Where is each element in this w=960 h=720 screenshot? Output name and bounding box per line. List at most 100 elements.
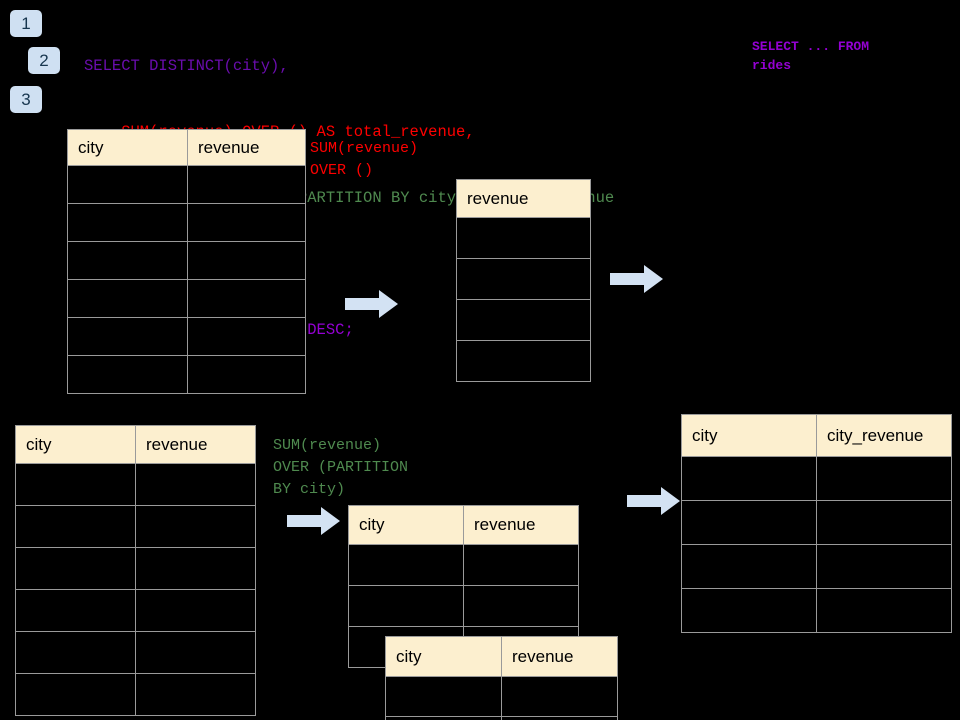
cell-city bbox=[15, 673, 136, 716]
table-row bbox=[681, 456, 952, 501]
table-header-row: city revenue bbox=[385, 636, 618, 677]
table-header-row: city revenue bbox=[15, 425, 256, 464]
arrow-right-icon bbox=[287, 507, 340, 535]
cell-city bbox=[681, 588, 817, 633]
table-row bbox=[348, 544, 579, 586]
cell-revenue bbox=[135, 463, 256, 506]
cell-city-revenue bbox=[816, 544, 952, 589]
cell-revenue bbox=[501, 716, 618, 720]
cell-revenue bbox=[187, 203, 306, 242]
cell-city bbox=[15, 631, 136, 674]
cell-city bbox=[67, 165, 188, 204]
step-badge-3: 3 bbox=[10, 86, 42, 113]
cell-city bbox=[67, 317, 188, 356]
cell-revenue bbox=[187, 317, 306, 356]
table-header-row: city city_revenue bbox=[681, 414, 952, 457]
cell-city-revenue bbox=[816, 500, 952, 545]
cell-city bbox=[385, 676, 502, 717]
cell-city bbox=[681, 544, 817, 589]
cell-city bbox=[67, 355, 188, 394]
arrow-source-to-partition bbox=[287, 506, 341, 536]
arrow-right-icon bbox=[610, 265, 663, 293]
cell-revenue bbox=[456, 258, 591, 300]
rides-source-table: city revenue bbox=[67, 129, 306, 394]
sql-line-select: SELECT DISTINCT(city), bbox=[84, 57, 289, 75]
step-badge-1: 1 bbox=[10, 10, 42, 37]
cell-revenue bbox=[135, 505, 256, 548]
step-badge-2: 2 bbox=[28, 47, 60, 74]
partition-group-b-table: city revenue bbox=[385, 636, 618, 720]
table-row bbox=[681, 544, 952, 589]
cell-city bbox=[15, 547, 136, 590]
cell-city-revenue bbox=[816, 588, 952, 633]
cell-revenue bbox=[456, 340, 591, 382]
table-row bbox=[348, 585, 579, 627]
table-row bbox=[456, 258, 591, 300]
table-header-row: city revenue bbox=[67, 129, 306, 166]
column-header-revenue: revenue bbox=[501, 636, 618, 677]
cell-revenue bbox=[135, 589, 256, 632]
cell-city bbox=[67, 203, 188, 242]
table-row bbox=[681, 588, 952, 633]
city-revenue-result-table: city city_revenue bbox=[681, 414, 952, 633]
cell-revenue bbox=[456, 299, 591, 341]
table-row bbox=[67, 355, 306, 394]
table-row bbox=[67, 279, 306, 318]
table-row bbox=[15, 547, 256, 590]
table-row bbox=[456, 299, 591, 341]
rides-partition-source-table: city revenue bbox=[15, 425, 256, 716]
table-row bbox=[681, 500, 952, 545]
table-row bbox=[67, 317, 306, 356]
column-header-city-revenue: city_revenue bbox=[816, 414, 952, 457]
table-row bbox=[67, 203, 306, 242]
column-header-revenue: revenue bbox=[187, 129, 306, 166]
column-header-city: city bbox=[67, 129, 188, 166]
cell-city bbox=[15, 505, 136, 548]
callout-sum-over-empty: SUM(revenue) OVER () bbox=[310, 140, 419, 179]
table-row bbox=[15, 631, 256, 674]
table-row bbox=[15, 463, 256, 506]
table-row bbox=[15, 505, 256, 548]
cell-city bbox=[67, 241, 188, 280]
arrow-right-icon bbox=[627, 487, 680, 515]
table-row bbox=[385, 676, 618, 717]
cell-city bbox=[385, 716, 502, 720]
cell-revenue bbox=[135, 673, 256, 716]
column-header-city: city bbox=[681, 414, 817, 457]
table-header-row: revenue bbox=[456, 179, 591, 218]
cell-revenue bbox=[187, 355, 306, 394]
cell-revenue bbox=[135, 547, 256, 590]
column-header-revenue: revenue bbox=[135, 425, 256, 464]
arrow-source-to-total bbox=[345, 289, 399, 319]
cell-revenue bbox=[135, 631, 256, 674]
cell-revenue bbox=[187, 165, 306, 204]
table-row bbox=[456, 340, 591, 382]
cell-city bbox=[67, 279, 188, 318]
partition-group-a-table: city revenue bbox=[348, 505, 579, 668]
cell-revenue bbox=[456, 217, 591, 259]
cell-city bbox=[681, 456, 817, 501]
column-header-revenue: revenue bbox=[463, 505, 579, 545]
total-revenue-table: revenue bbox=[456, 179, 591, 382]
table-row bbox=[67, 241, 306, 280]
table-row bbox=[67, 165, 306, 204]
column-header-revenue: revenue bbox=[456, 179, 591, 218]
cell-revenue bbox=[187, 241, 306, 280]
column-header-city: city bbox=[348, 505, 464, 545]
cell-city bbox=[15, 589, 136, 632]
arrow-right-icon bbox=[345, 290, 398, 318]
cell-city bbox=[348, 544, 464, 586]
cell-revenue bbox=[501, 676, 618, 717]
arrow-partition-to-result bbox=[627, 486, 681, 516]
cell-city bbox=[681, 500, 817, 545]
table-row bbox=[385, 716, 618, 720]
column-header-city: city bbox=[385, 636, 502, 677]
arrow-total-to-result bbox=[610, 264, 664, 294]
callout-select-from: SELECT ... FROM rides bbox=[752, 39, 870, 73]
callout-sum-over-partition: SUM(revenue) OVER (PARTITION BY city) bbox=[273, 437, 409, 498]
cell-revenue bbox=[463, 544, 579, 586]
cell-city bbox=[15, 463, 136, 506]
cell-revenue bbox=[187, 279, 306, 318]
table-row bbox=[15, 589, 256, 632]
table-row bbox=[456, 217, 591, 259]
